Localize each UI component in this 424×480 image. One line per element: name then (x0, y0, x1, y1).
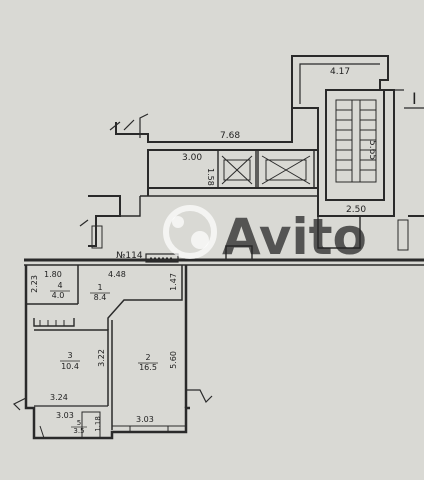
elevator-crosses (221, 155, 311, 185)
corridor-step (139, 113, 149, 138)
room-3-number: 3 (67, 351, 72, 360)
apartment-number: №114 (116, 251, 143, 261)
break-mark-left (79, 219, 89, 227)
stair-inner (335, 99, 377, 183)
apartment-outer-wall (24, 265, 190, 440)
wardrobe (33, 318, 75, 327)
left-corridor-wall (88, 195, 121, 247)
room-3-area: 10.4 (61, 362, 79, 371)
room-5-number: 5 (77, 419, 81, 427)
building-core (79, 55, 424, 251)
room-2-width: 3.03 (136, 415, 154, 424)
room-4-depth: 2.23 (30, 275, 39, 293)
room-1-area: 8.4 (94, 293, 107, 302)
corridor-break-left (109, 119, 135, 131)
corridor-wall (24, 245, 424, 266)
dim-corridor-width: 4.48 (108, 270, 126, 279)
dim-top-width: 4.17 (330, 67, 350, 77)
room-2-number: 2 (145, 353, 150, 362)
room-1-number: 1 (97, 283, 102, 292)
stair-block-inner-wall (299, 63, 380, 104)
watermark-text: Avito (222, 208, 367, 266)
balcony-column (81, 411, 101, 439)
room-2-depth: 5.60 (169, 351, 178, 369)
break-mark-left-lower (12, 397, 27, 411)
break-mark-right (186, 389, 213, 404)
entrance-threshold (145, 253, 179, 263)
room-4-area: 4.0 (52, 291, 65, 300)
corridor-niche (225, 245, 253, 261)
window-bottom (129, 425, 169, 433)
stair-steps (336, 100, 376, 182)
watermark: Avito (163, 205, 367, 266)
right-edge-wall (394, 89, 424, 109)
left-corridor-nook (120, 196, 141, 217)
dim-lobby-width: 3.00 (182, 153, 202, 163)
left-column (91, 225, 103, 249)
room-3-width: 3.24 (50, 393, 68, 402)
dim-corridor-length: 7.68 (220, 131, 240, 141)
elevator-2 (257, 149, 315, 189)
watermark-logo-icon (163, 205, 217, 259)
edge-fragment: I (412, 89, 417, 108)
room-3-depth: 3.22 (97, 349, 106, 367)
dim-stair-width: 2.50 (346, 205, 366, 215)
room-5-depth: 1.18 (94, 416, 102, 432)
room-1-depth: 1.47 (169, 273, 178, 291)
right-corridor-wall (317, 216, 361, 249)
room-4-number: 4 (57, 281, 62, 290)
dim-small-depth: 1.58 (206, 168, 215, 186)
room-2-area: 16.5 (139, 363, 157, 372)
room-4-width: 1.80 (44, 270, 62, 279)
hall-diagonal-wall (107, 265, 183, 330)
right-column (397, 219, 409, 251)
room-5-area: 3.5 (73, 427, 84, 435)
elevator-1 (217, 149, 257, 189)
apartment (12, 265, 213, 440)
corridor-upper-wall (115, 107, 318, 143)
room-5-width: 3.03 (56, 411, 74, 420)
dim-stair-height: 5.65 (367, 140, 377, 160)
